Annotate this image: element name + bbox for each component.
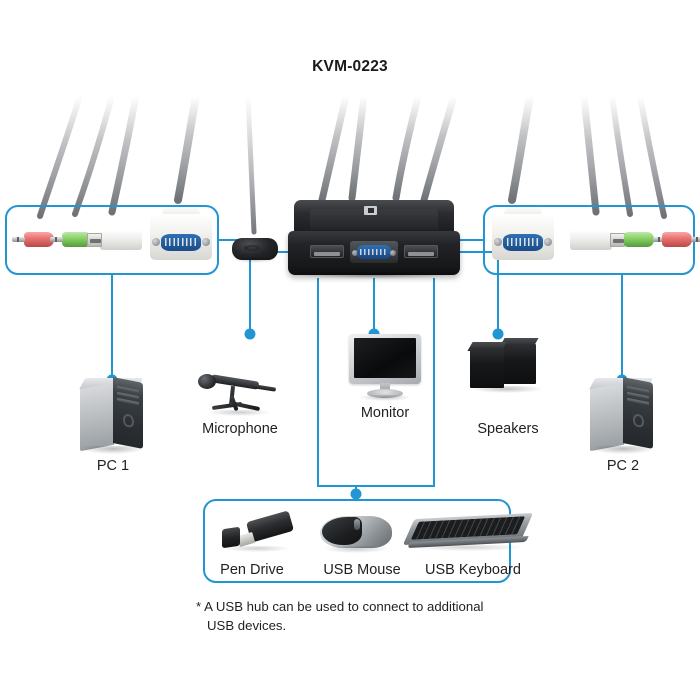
kvm-shadow [296, 272, 452, 279]
right-connector-cluster [492, 207, 700, 270]
pen-drive-label: Pen Drive [220, 562, 284, 578]
puck-microphone-icon [232, 232, 278, 263]
footnote-line-1: A USB hub can be used to connect to addi… [204, 599, 484, 614]
usb-mouse-icon [320, 514, 394, 556]
kvm-usb-port-right [404, 245, 438, 258]
usb-mouse-label: USB Mouse [323, 562, 401, 578]
kvm-lid [310, 209, 438, 230]
left-connector-cluster [12, 207, 214, 270]
monitor-label: Monitor [360, 405, 410, 421]
pc1-tower-icon [78, 377, 146, 454]
connector-vga-left [150, 207, 212, 260]
usb-keyboard-label: USB Keyboard [425, 562, 521, 578]
footnote-marker: * [196, 599, 202, 614]
connector-vga-right [492, 207, 554, 260]
pc2-label: PC 2 [606, 458, 640, 474]
connector-usb-right [570, 230, 625, 250]
microphone-icon [196, 368, 288, 418]
monitor-icon [345, 334, 425, 401]
kvm-switch-device [288, 200, 460, 279]
footnote: *A USB hub can be used to connect to add… [196, 598, 536, 635]
page-title: KVM-0223 [312, 58, 388, 75]
speakers-label: Speakers [477, 421, 539, 437]
speakers-icon [467, 338, 546, 400]
kvm-usb-port-left [310, 245, 344, 258]
pen-drive-icon [222, 510, 296, 556]
footnote-line-2: USB devices. [207, 617, 287, 633]
pc2-tower-icon [588, 377, 656, 454]
microphone-label: Microphone [202, 421, 278, 437]
kvm-vga-port [350, 241, 398, 263]
connector-usb-left [87, 230, 142, 250]
pc1-label: PC 1 [96, 458, 130, 474]
brand-logo-icon [364, 206, 377, 215]
usb-keyboard-icon [402, 512, 534, 554]
